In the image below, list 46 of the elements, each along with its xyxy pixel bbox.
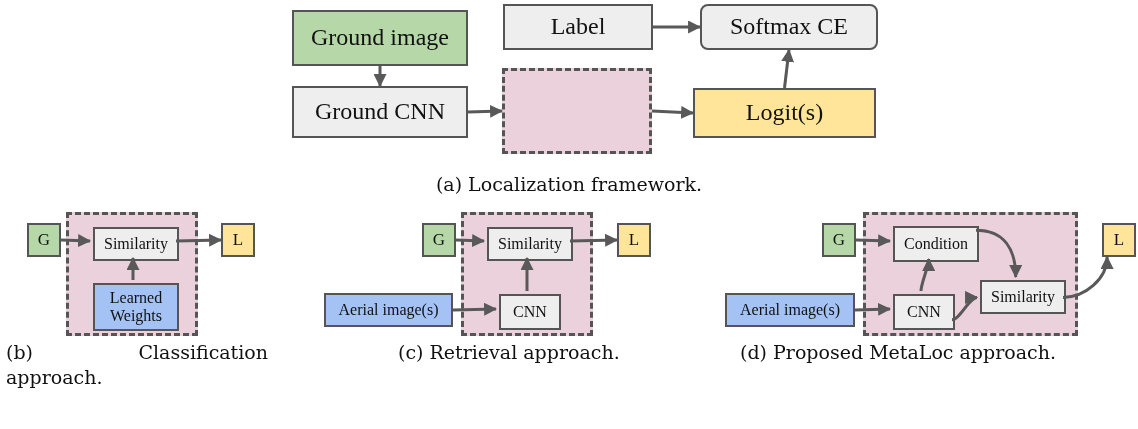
process-box: Aerial image(s)	[324, 293, 453, 327]
arrow	[651, 105, 695, 119]
process-box: G	[422, 223, 456, 257]
arrow	[60, 234, 92, 248]
arrow	[467, 104, 504, 118]
process-box: Similarity	[487, 227, 573, 261]
process-box: Aerial image(s)	[725, 293, 855, 327]
arrow	[781, 48, 795, 89]
arrow	[373, 66, 387, 88]
process-box: Label	[503, 4, 653, 50]
process-box: Condition	[893, 226, 979, 262]
process-box: L	[221, 223, 255, 257]
arrow	[455, 234, 486, 248]
arrow	[175, 233, 223, 247]
dashed-region	[502, 68, 652, 154]
arrow	[653, 20, 702, 34]
caption: (a) Localization framework.	[434, 172, 704, 197]
arrow	[854, 302, 892, 316]
arrow	[569, 233, 619, 247]
process-box: L	[617, 223, 651, 257]
process-box: L	[1102, 223, 1136, 257]
caption: (b) Classification approach.	[6, 340, 268, 390]
arrow	[452, 302, 498, 316]
arrow	[126, 256, 140, 280]
dashed-region	[461, 212, 593, 336]
process-box: G	[822, 223, 856, 257]
arrow	[1062, 255, 1113, 299]
arrow	[520, 256, 534, 291]
arrow	[975, 228, 1022, 279]
process-box: Ground CNN	[292, 86, 468, 138]
process-box: Logit(s)	[693, 88, 876, 138]
dashed-region	[66, 212, 198, 336]
process-box: Learned Weights	[93, 283, 179, 331]
dashed-region	[863, 212, 1078, 336]
process-box: Similarity	[93, 227, 179, 261]
arrow	[951, 293, 979, 322]
process-box: Ground image	[292, 10, 468, 66]
process-box: CNN	[893, 294, 955, 330]
arrow	[919, 257, 935, 292]
process-box: Similarity	[980, 280, 1066, 314]
caption: (c) Retrieval approach.	[398, 340, 621, 365]
arrow	[855, 234, 892, 248]
caption: (d) Proposed MetaLoc approach.	[740, 340, 1057, 365]
process-box: CNN	[499, 294, 561, 330]
process-box: Softmax CE	[700, 4, 878, 50]
process-box: G	[27, 223, 61, 257]
